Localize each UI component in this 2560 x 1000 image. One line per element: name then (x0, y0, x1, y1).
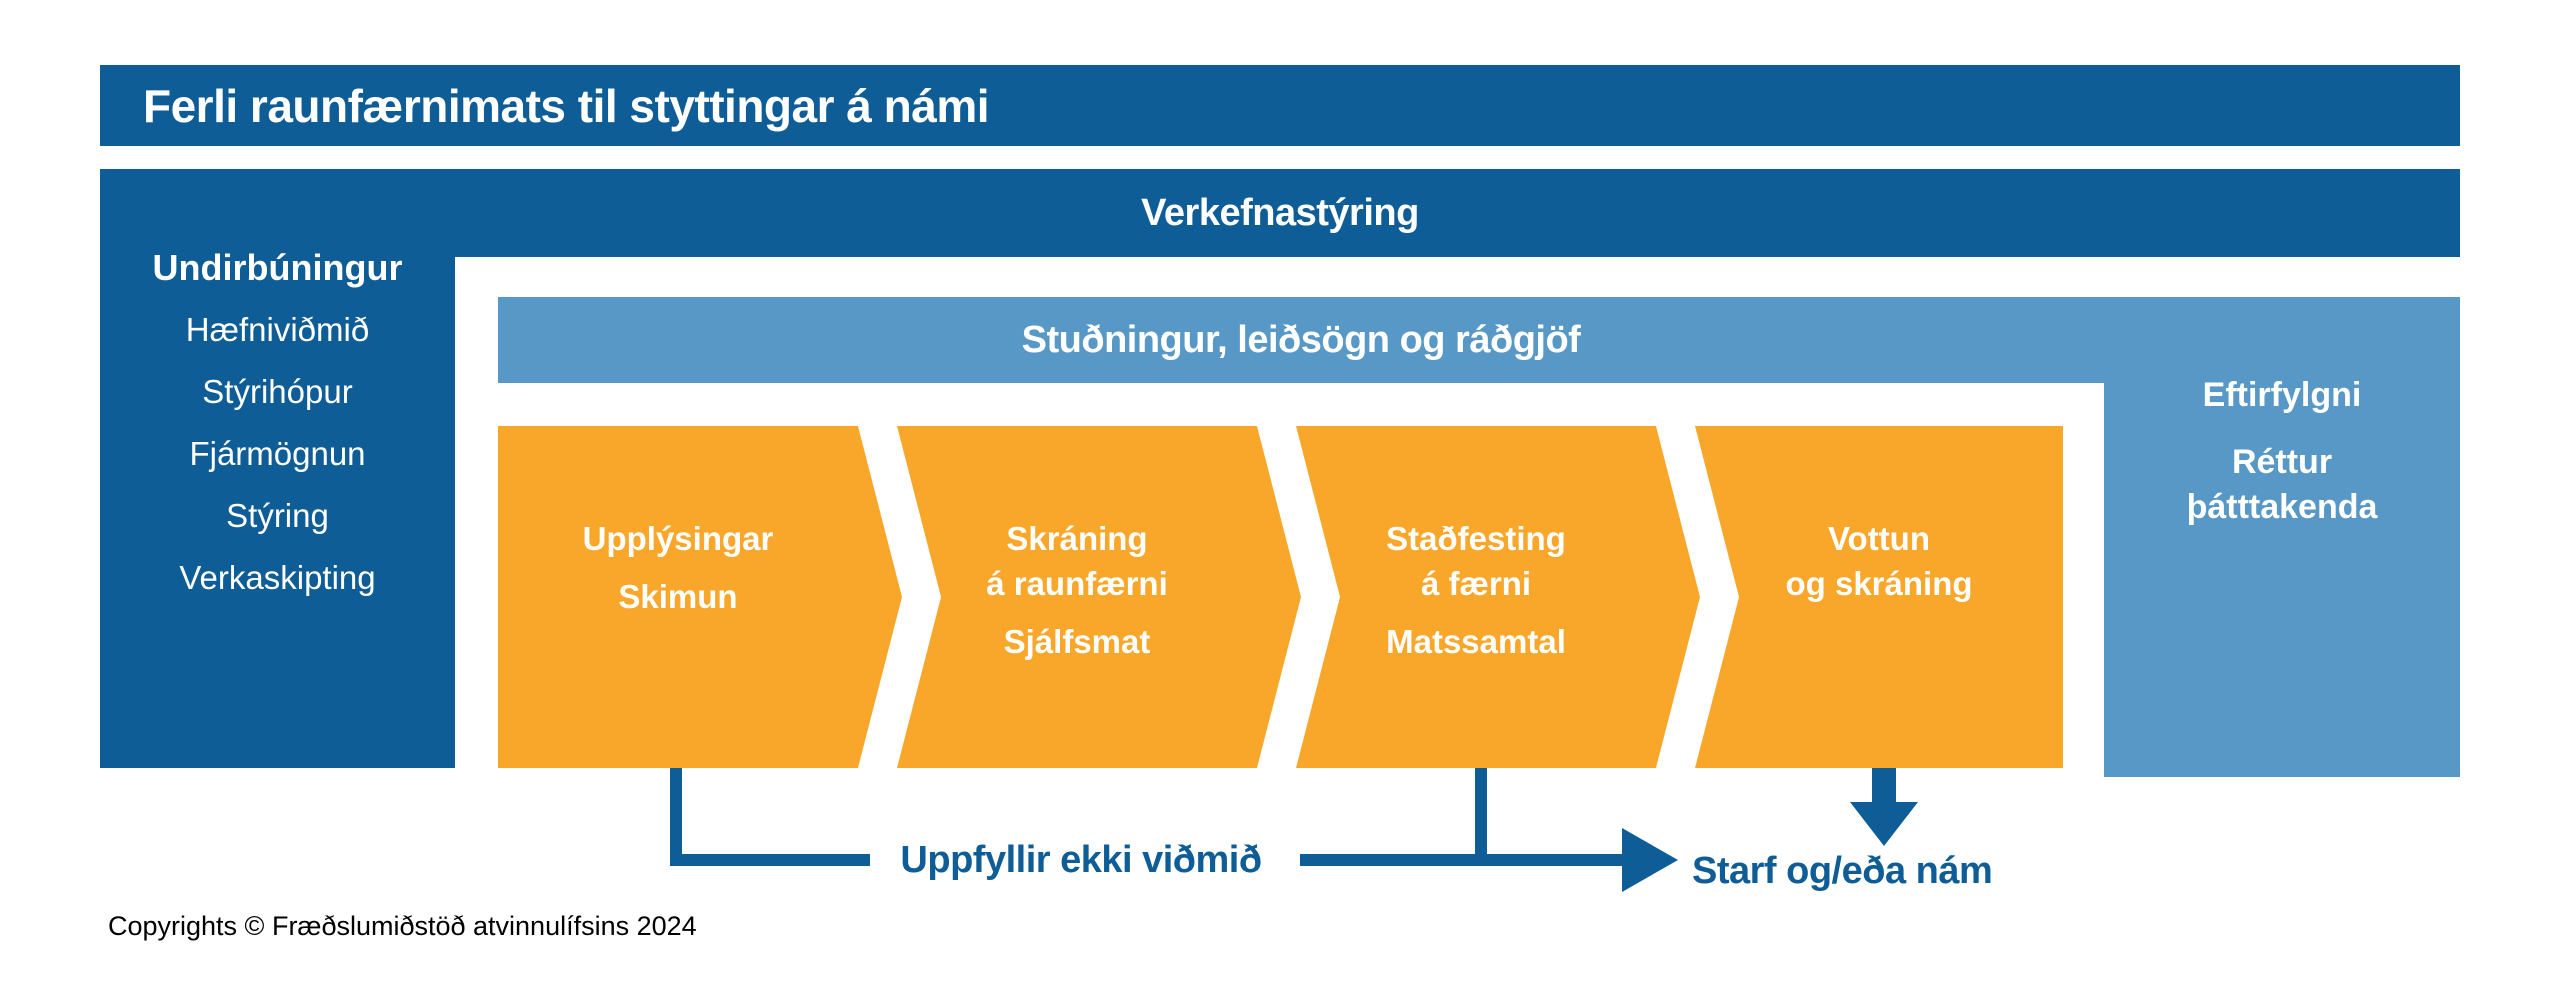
title-bar: Ferli raunfærnimats til styttingar á nám… (100, 65, 2460, 146)
step-3-secondary-label: Matssamtal (1386, 623, 1566, 660)
sidebar-item-haefnividmid: Hæfniviðmið (185, 311, 370, 348)
step-2-secondary-label: Sjálfsmat (1003, 623, 1151, 660)
process-step-2: Skráning á raunfærni Sjálfsmat (897, 426, 1301, 768)
outcome-label: Starf og/eða nám (1692, 850, 1993, 892)
followup-box: Eftirfylgni Réttur þátttakenda (2104, 297, 2460, 777)
step-4-primary-label: Vottun og skráning (1785, 520, 1973, 602)
process-step-1-content: Upplýsingar Skimun (498, 426, 902, 768)
preparation-sidebar: Undirbúningur Hæfniviðmið Stýrihópur Fjá… (100, 169, 455, 768)
fail-drop-line-step3 (1475, 768, 1487, 866)
right-arrow-icon (1622, 828, 1678, 892)
process-step-3-content: Staðfesting á færni Matssamtal (1296, 426, 1700, 768)
page-title: Ferli raunfærnimats til styttingar á nám… (143, 79, 990, 132)
down-arrow-stem (1872, 768, 1896, 804)
process-step-1: Upplýsingar Skimun (498, 426, 902, 768)
fail-line-left-segment (670, 854, 870, 866)
sidebar-header: Undirbúningur (152, 247, 403, 288)
sidebar-item-fjarmognun: Fjármögnun (189, 435, 366, 472)
sidebar-item-styrihopur: Stýrihópur (202, 373, 353, 410)
step-3-primary-label: Staðfesting á færni (1386, 520, 1566, 602)
followup-header: Eftirfylgni (2202, 376, 2362, 414)
support-band: Stuðningur, leiðsögn og ráðgjöf (498, 297, 2104, 383)
fail-label: Uppfyllir ekki viðmið (900, 839, 1262, 881)
step-1-primary-label: Upplýsingar (582, 520, 774, 557)
sidebar-item-styring: Stýring (226, 497, 329, 534)
copyright-text: Copyrights © Fræðslumiðstöð atvinnulífsi… (108, 911, 697, 941)
followup-body: Réttur þátttakenda (2186, 443, 2378, 526)
process-step-2-content: Skráning á raunfærni Sjálfsmat (897, 426, 1301, 768)
step-2-primary-label: Skráning á raunfærni (986, 520, 1168, 602)
process-step-3: Staðfesting á færni Matssamtal (1296, 426, 1700, 768)
project-management-band: Verkefnastýring (100, 169, 2460, 257)
process-step-4-content: Vottun og skráning (1695, 426, 2063, 768)
fail-line-right-segment (1300, 854, 1624, 866)
sidebar-item-verkaskipting: Verkaskipting (179, 559, 376, 596)
process-step-4: Vottun og skráning (1695, 426, 2063, 768)
down-arrow-icon (1850, 802, 1918, 846)
project-management-label: Verkefnastýring (1141, 191, 1419, 234)
fail-drop-line-step1 (670, 768, 682, 866)
support-band-label: Stuðningur, leiðsögn og ráðgjöf (1021, 318, 1581, 361)
step-1-secondary-label: Skimun (618, 578, 738, 615)
